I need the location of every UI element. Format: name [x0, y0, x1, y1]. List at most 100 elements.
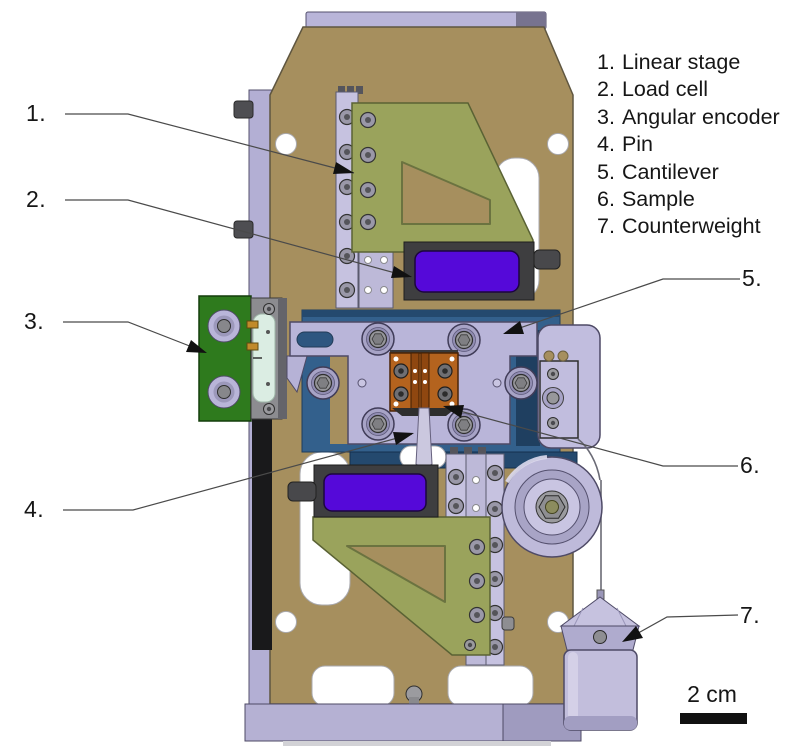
- legend-part-name: Linear stage: [621, 50, 741, 74]
- legend-number: 2.: [597, 77, 615, 102]
- legend-number: 5.: [597, 159, 615, 184]
- legend-part-name: Counterweight: [621, 214, 761, 239]
- load-cell-lower: [287, 464, 439, 518]
- carriage-hole: [380, 256, 388, 264]
- scale-bar-label: 2 cm: [687, 681, 737, 707]
- base-bolt-shaft: [409, 697, 419, 706]
- counterweight-highlight: [568, 652, 578, 724]
- carriage-hole: [380, 286, 388, 294]
- sample-dot: [449, 356, 455, 362]
- legend-item: 7.Counterweight: [597, 213, 780, 240]
- clamp-bolt: [447, 408, 481, 442]
- pulley-assembly: [501, 438, 603, 594]
- legend-item: 4.Pin: [597, 131, 780, 158]
- leader-2: [65, 199, 411, 278]
- wire: [577, 438, 601, 481]
- clamp-top-edge: [302, 310, 560, 317]
- carriage-hole: [364, 256, 372, 264]
- pulley-axle: [545, 500, 559, 514]
- arrowhead-5: [503, 321, 524, 334]
- cantilever-slot: [296, 331, 334, 348]
- rail-tab: [347, 86, 354, 94]
- legend-number: 7.: [597, 214, 615, 239]
- counterweight: [559, 589, 641, 731]
- cantilever-end-block: [537, 324, 601, 449]
- bracket-screw: [464, 639, 476, 651]
- clamp-bolt: [361, 407, 395, 441]
- callout-label-7: 7.: [740, 602, 761, 628]
- legend-number: 1.: [597, 50, 615, 74]
- load-cell-stud: [287, 481, 317, 502]
- callout-label-2: 2.: [26, 186, 47, 212]
- legend-number: 6.: [597, 187, 615, 212]
- scale-bar: 2 cm: [676, 681, 748, 724]
- arrowhead-3: [186, 340, 207, 353]
- legend-part-name: Pin: [621, 132, 654, 157]
- load-cell-body: [323, 473, 427, 512]
- angular-encoder-assembly: [198, 295, 287, 650]
- clamp-bolt: [306, 366, 340, 400]
- sample-bolt: [393, 386, 409, 402]
- legend-number: 4.: [597, 132, 615, 157]
- bracket-screw: [468, 606, 486, 624]
- arrowhead-2: [391, 266, 412, 278]
- linear-stage-lower: [312, 447, 515, 666]
- sample-dot: [423, 369, 427, 373]
- sample-dot: [413, 380, 417, 384]
- callout-label-4: 4.: [24, 496, 45, 522]
- linear-stage-upper: [335, 86, 534, 309]
- legend-item: 3.Angular encoder: [597, 104, 780, 131]
- cone-facet: [573, 607, 584, 627]
- bracket-screw: [359, 111, 377, 129]
- rail-stop: [501, 616, 515, 631]
- end-block-dowel: [543, 350, 555, 362]
- callout-label-6: 6.: [740, 452, 761, 478]
- load-cell-stud: [533, 249, 561, 270]
- pulley-highlight: [505, 455, 548, 484]
- bracket-screw: [359, 181, 377, 199]
- leader-4: [63, 433, 413, 511]
- encoder-dot: [266, 330, 270, 334]
- clamp-bolt: [361, 322, 395, 356]
- legend-part-name: Cantilever: [621, 159, 719, 184]
- bracket-cutout-lower: [346, 545, 446, 603]
- sample-bolt: [393, 363, 409, 379]
- leader-lines: [63, 113, 740, 642]
- encoder-bracket-edge: [278, 298, 287, 419]
- legend-number: 3.: [597, 104, 615, 129]
- smd-component: [246, 342, 259, 351]
- rail-hole: [472, 476, 480, 484]
- bracket-screw: [263, 403, 275, 415]
- corner-hole: [275, 133, 297, 155]
- end-block-screw: [547, 417, 559, 429]
- sample-dot: [393, 356, 399, 362]
- rail-screw: [338, 281, 356, 299]
- leader-1: [65, 113, 355, 174]
- sample-dot: [393, 401, 399, 407]
- bracket-screw: [468, 538, 486, 556]
- legend-part-name: Angular encoder: [621, 104, 780, 129]
- cone-facet: [616, 607, 627, 627]
- top-bar-end: [516, 12, 546, 29]
- encoder-dot: [266, 382, 270, 386]
- encoder-cable: [252, 412, 272, 650]
- bracket-screw: [263, 303, 275, 315]
- sample-bolt: [437, 363, 453, 379]
- legend: 1.Linear stage 2.Load cell 3.Angular enc…: [597, 49, 780, 241]
- legend-part-name: Load cell: [621, 77, 709, 102]
- rail-tab: [338, 86, 345, 94]
- load-cell-body: [414, 250, 520, 293]
- arrowhead-6: [443, 405, 464, 418]
- rail-tab: [464, 447, 472, 456]
- callout-label-5: 5.: [742, 265, 763, 291]
- rail-tab: [450, 447, 458, 456]
- cutout-bottom-right: [447, 665, 534, 707]
- sample-bolt: [437, 386, 453, 402]
- sample-holder: [389, 350, 459, 416]
- end-block-dowel: [557, 350, 569, 362]
- leader-arrowheads: [186, 162, 643, 642]
- arrowhead-4: [393, 432, 414, 445]
- sample-dot: [423, 380, 427, 384]
